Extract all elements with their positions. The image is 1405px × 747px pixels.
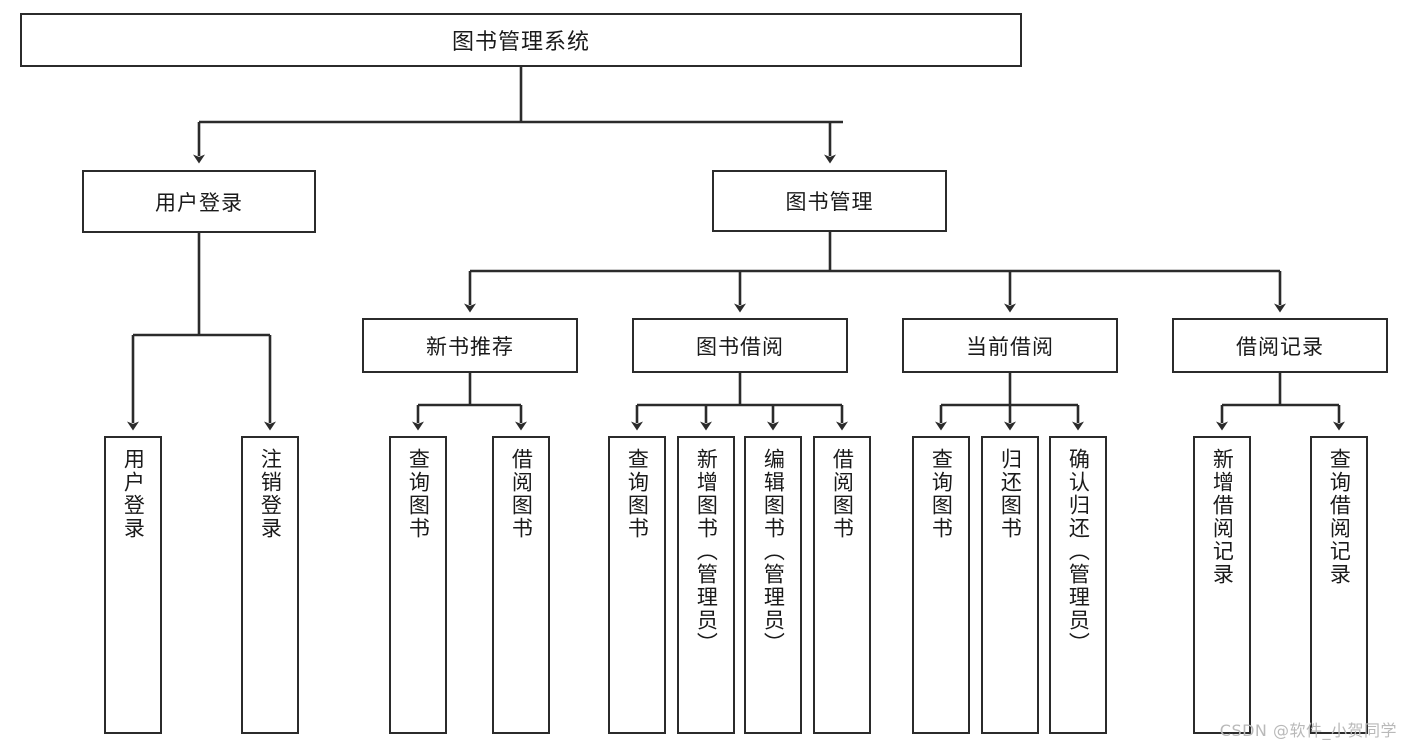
leaf-new-book-query-book[interactable]: 查询图书 (389, 436, 447, 734)
leaf-new-book-borrow-book[interactable]: 借阅图书 (492, 436, 550, 734)
leaf-label: 查询图书 (929, 448, 954, 540)
leaf-borrow-edit-book-admin[interactable]: 编辑图书（管理员） (744, 436, 802, 734)
leaf-label: 归还图书 (998, 448, 1023, 540)
node-book-borrow[interactable]: 图书借阅 (632, 318, 848, 373)
leaf-record-add-record[interactable]: 新增借阅记录 (1193, 436, 1251, 734)
leaf-label: 借阅图书 (509, 448, 534, 540)
leaf-label: 查询借阅记录 (1327, 448, 1352, 586)
leaf-record-query-record[interactable]: 查询借阅记录 (1310, 436, 1368, 734)
leaf-label: 用户登录 (121, 448, 146, 540)
leaf-label: 新增图书（管理员） (694, 448, 719, 655)
node-borrow-record[interactable]: 借阅记录 (1172, 318, 1388, 373)
node-new-book-recommend[interactable]: 新书推荐 (362, 318, 578, 373)
leaf-label: 编辑图书（管理员） (761, 448, 786, 655)
node-current-borrow[interactable]: 当前借阅 (902, 318, 1118, 373)
leaf-current-confirm-return-admin[interactable]: 确认归还（管理员） (1049, 436, 1107, 734)
leaf-label: 注销登录 (258, 448, 283, 540)
leaf-borrow-borrow-book[interactable]: 借阅图书 (813, 436, 871, 734)
leaf-current-return-book[interactable]: 归还图书 (981, 436, 1039, 734)
leaf-borrow-add-book-admin[interactable]: 新增图书（管理员） (677, 436, 735, 734)
leaf-label: 新增借阅记录 (1210, 448, 1235, 586)
node-root-book-management-system[interactable]: 图书管理系统 (20, 13, 1022, 67)
node-user-login[interactable]: 用户登录 (82, 170, 316, 233)
leaf-label: 借阅图书 (830, 448, 855, 540)
leaf-borrow-query-book[interactable]: 查询图书 (608, 436, 666, 734)
leaf-label: 确认归还（管理员） (1066, 448, 1091, 655)
leaf-label: 查询图书 (406, 448, 431, 540)
watermark: CSDN @软件_小贺同学 (1219, 721, 1397, 740)
leaf-user-login-logout[interactable]: 注销登录 (241, 436, 299, 734)
leaf-current-query-book[interactable]: 查询图书 (912, 436, 970, 734)
node-book-management[interactable]: 图书管理 (712, 170, 947, 232)
leaf-user-login-login[interactable]: 用户登录 (104, 436, 162, 734)
leaf-label: 查询图书 (625, 448, 650, 540)
